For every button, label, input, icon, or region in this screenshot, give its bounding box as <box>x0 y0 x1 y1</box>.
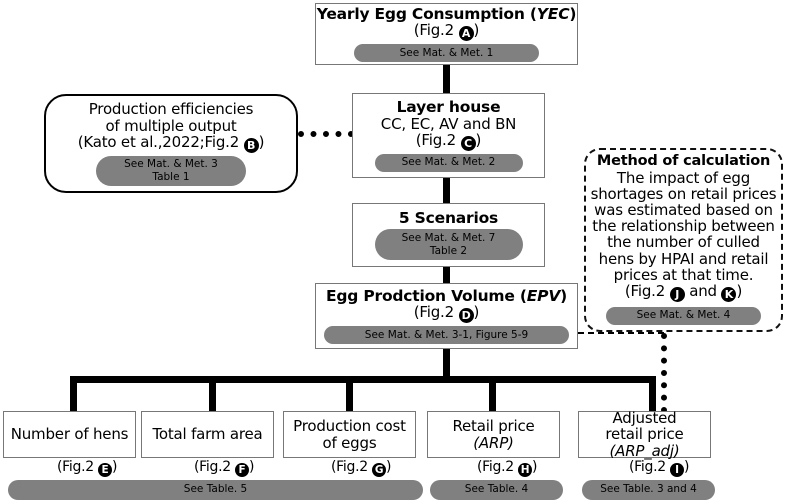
node-method-of-calculation[interactable]: Method of calculation The impact of egg … <box>584 148 783 332</box>
connector-dotted-method-to-adjusted <box>661 333 667 413</box>
node-title: Yearly Egg Consumption (YEC) <box>316 4 577 23</box>
badge-j-icon: J <box>669 286 685 302</box>
reference-pill[interactable]: See Mat. & Met. 1 <box>354 44 539 63</box>
connector-fanout-bus <box>70 376 656 383</box>
node-line-1: Total farm area <box>152 425 263 444</box>
pill-label: See Table. 5 <box>183 483 248 496</box>
node-number-of-hens[interactable]: Number of hens <box>3 411 136 458</box>
connector-drop-production-cost <box>346 376 353 412</box>
node-title-variable: EPV <box>526 286 561 305</box>
badge-d-icon: D <box>458 308 474 324</box>
badge-g-icon: G <box>371 463 386 477</box>
badge-e-icon: E <box>97 463 112 477</box>
connector-scenarios-to-epv <box>443 266 450 285</box>
reference-pill-line-1: See Mat. & Met. 7 <box>401 231 496 244</box>
node-subtitle: CC, EC, AV and BN <box>380 114 517 133</box>
node-body-line-7: prices at that time. <box>613 265 754 284</box>
node-retail-price[interactable]: Retail price (ARP) <box>427 411 560 458</box>
pill-see-table-5[interactable]: See Table. 5 <box>8 480 423 500</box>
connector-dashed-epv-to-method <box>578 332 664 334</box>
pill-label: See Table. 4 <box>464 483 529 496</box>
node-line-1: Number of hens <box>10 425 129 444</box>
node-egg-production-volume[interactable]: Egg Prodction Volume (EPV) (Fig.2 D) See… <box>315 283 578 349</box>
node-body-line-6: hens by HPAI and retail <box>598 249 769 268</box>
node-line-1: Adjusted <box>612 409 677 428</box>
node-line-2: (ARP) <box>473 433 514 452</box>
badge-f-icon: F <box>234 463 249 477</box>
node-figure-ref: (Fig.2 D) <box>413 303 480 324</box>
node-yearly-egg-consumption[interactable]: Yearly Egg Consumption (YEC) (Fig.2 A) S… <box>315 3 578 65</box>
reference-pill[interactable]: See Mat. & Met. 2 <box>374 153 523 172</box>
reference-pill-label: See Mat. & Met. 4 <box>636 309 731 322</box>
connector-yec-to-layerhouse <box>443 64 450 95</box>
reference-pill[interactable]: See Mat. & Met. 7 Table 2 <box>374 229 523 261</box>
node-body-line-3: was estimated based on <box>594 201 773 220</box>
node-production-efficiencies[interactable]: Production efficiencies of multiple outp… <box>44 94 298 193</box>
node-figure-ref: (Fig.2 J and K) <box>624 281 743 302</box>
node-figure-ref: (Fig.2 A) <box>413 21 480 42</box>
node-5-scenarios[interactable]: 5 Scenarios See Mat. & Met. 7 Table 2 <box>352 203 545 267</box>
connector-drop-retail-price <box>489 376 496 412</box>
reference-pill-label: See Mat. & Met. 1 <box>399 46 494 59</box>
reference-pill-line-2: Table 1 <box>152 170 190 183</box>
badge-k-icon: K <box>721 286 737 302</box>
badge-i-icon: I <box>669 463 684 477</box>
reference-pill[interactable]: See Mat. & Met. 4 <box>606 306 761 325</box>
node-line-1b: retail price <box>605 425 684 444</box>
reference-pill[interactable]: See Mat. & Met. 3-1, Figure 5-9 <box>324 326 569 345</box>
node-line-1: Production cost <box>293 417 406 436</box>
connector-drop-adjusted-retail-price <box>649 376 656 412</box>
node-body-line-2: shortages on retail prices <box>590 184 777 203</box>
node-title: Method of calculation <box>596 153 771 169</box>
reference-pill-line-1: See Mat. & Met. 3 <box>124 157 218 170</box>
node-line-2: of eggs <box>322 433 377 452</box>
connector-layerhouse-to-scenarios <box>443 176 450 205</box>
node-title: 5 Scenarios <box>398 208 499 227</box>
badge-h-icon: H <box>517 463 532 477</box>
node-line-2: of multiple output <box>105 116 237 135</box>
figure-caption-number-of-hens: (Fig.2 E) <box>57 459 118 477</box>
badge-a-icon: A <box>458 26 474 42</box>
pill-label: See Table. 3 and 4 <box>600 483 697 496</box>
reference-pill-label: See Mat. & Met. 3-1, Figure 5-9 <box>364 328 529 341</box>
badge-c-icon: C <box>460 135 476 151</box>
node-figure-ref: (Fig.2 C) <box>415 130 482 151</box>
reference-pill-line-2: Table 2 <box>429 244 468 257</box>
connector-drop-number-of-hens <box>70 376 77 412</box>
figure-caption-total-farm-area: (Fig.2 F) <box>194 459 255 477</box>
node-title: Egg Prodction Volume (EPV) <box>325 286 568 305</box>
connector-dotted-efficiencies-to-layerhouse <box>298 131 354 137</box>
node-total-farm-area[interactable]: Total farm area <box>141 411 274 458</box>
connector-drop-total-farm-area <box>209 376 216 412</box>
figure-caption-production-cost: (Fig.2 G) <box>331 459 392 477</box>
node-adjusted-retail-price[interactable]: Adjusted retail price (ARP_adj) <box>578 409 711 460</box>
figure-caption-adjusted-retail-price: (Fig.2 I) <box>629 459 690 477</box>
connector-epv-to-fanout <box>443 348 450 382</box>
badge-b-icon: B <box>243 137 259 153</box>
node-line-2: (ARP_adj) <box>609 441 680 460</box>
node-line-1: Production efficiencies <box>88 100 254 119</box>
node-line-3: (Kato et al.,2022;Fig.2 B) <box>77 132 265 153</box>
pill-see-table-3-and-4[interactable]: See Table. 3 and 4 <box>582 480 715 500</box>
node-production-cost-of-eggs[interactable]: Production cost of eggs <box>283 411 416 458</box>
pill-see-table-4[interactable]: See Table. 4 <box>430 480 563 500</box>
node-body-line-4: the relationship between <box>592 217 775 236</box>
figure-caption-retail-price: (Fig.2 H) <box>477 459 538 477</box>
reference-pill-label: See Mat. & Met. 2 <box>401 156 496 169</box>
node-layer-house[interactable]: Layer house CC, EC, AV and BN (Fig.2 C) … <box>352 93 545 178</box>
node-body-line-1: The impact of egg <box>616 168 751 187</box>
node-body-line-5: the number of culled <box>607 233 760 252</box>
node-line-1: Retail price <box>452 417 535 436</box>
node-title: Layer house <box>396 98 501 117</box>
node-title-variable: YEC <box>536 4 570 23</box>
reference-pill[interactable]: See Mat. & Met. 3 Table 1 <box>96 155 246 186</box>
